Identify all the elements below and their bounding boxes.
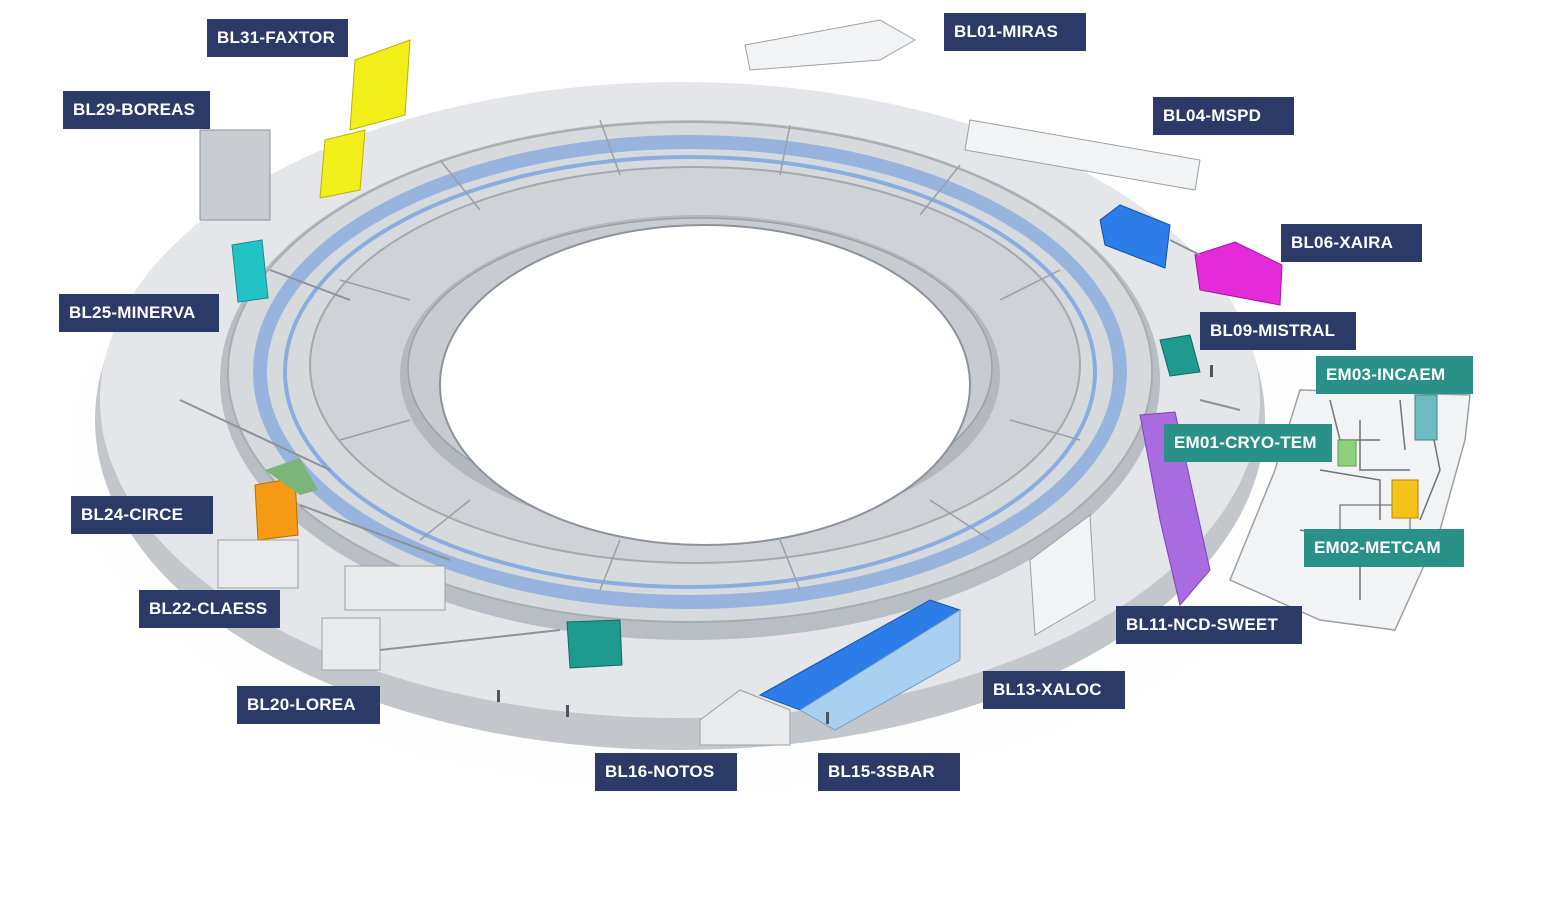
label-bl22-claess[interactable]: BL22-CLAESS xyxy=(139,590,280,628)
ring-segment-lines xyxy=(339,119,1081,591)
label-bl04-mspd[interactable]: BL04-MSPD xyxy=(1153,97,1294,135)
hutch-bl22 xyxy=(217,539,299,589)
hutch-bl31-2 xyxy=(319,129,366,199)
electron-beam-path-inner xyxy=(283,155,1097,589)
hutch-bl11 xyxy=(1139,411,1211,607)
label-bl31-faxtor[interactable]: BL31-FAXTOR xyxy=(207,19,348,57)
hutch-bl20 xyxy=(321,617,381,671)
label-bl16-notos[interactable]: BL16-NOTOS xyxy=(595,753,737,791)
hutch-em03 xyxy=(1414,394,1438,441)
label-bl25-minerva[interactable]: BL25-MINERVA xyxy=(59,294,219,332)
hutch-bl29 xyxy=(199,129,271,221)
label-bl11-ncd-sweet[interactable]: BL11-NCD-SWEET xyxy=(1116,606,1302,644)
label-bl01-miras[interactable]: BL01-MIRAS xyxy=(944,13,1086,51)
label-bl06-xaira[interactable]: BL06-XAIRA xyxy=(1281,224,1422,262)
hutch-bl06 xyxy=(1194,241,1283,306)
hutch-bl20-teal xyxy=(566,619,623,669)
label-bl15-3sbar[interactable]: BL15-3SBAR xyxy=(818,753,960,791)
electron-beam-path xyxy=(253,135,1127,609)
hutch-bl31 xyxy=(349,39,411,131)
hutch-bl09 xyxy=(1159,334,1201,377)
hutch-bl13 xyxy=(1029,514,1096,636)
label-em03-incaem[interactable]: EM03-INCAEM xyxy=(1316,356,1473,394)
beamline-pipes xyxy=(179,239,1241,651)
hutch-bl04 xyxy=(1099,204,1171,269)
label-bl24-circe[interactable]: BL24-CIRCE xyxy=(71,496,213,534)
hutch-bl04-building xyxy=(964,119,1201,191)
label-bl09-mistral[interactable]: BL09-MISTRAL xyxy=(1200,312,1356,350)
hutch-em02 xyxy=(1391,479,1419,519)
people-figures xyxy=(497,365,1213,724)
label-bl13-xaloc[interactable]: BL13-XALOC xyxy=(983,671,1125,709)
hutch-bl01 xyxy=(744,19,917,71)
central-courtyard xyxy=(439,224,971,546)
hutch-bl24-green xyxy=(265,458,318,495)
hutch-bl15-light xyxy=(799,609,961,731)
hutch-bl25 xyxy=(231,239,269,303)
label-bl29-boreas[interactable]: BL29-BOREAS xyxy=(63,91,210,129)
label-em02-metcam[interactable]: EM02-METCAM xyxy=(1304,529,1464,567)
beamlines xyxy=(179,19,1438,746)
hutch-bl22b xyxy=(344,565,446,611)
label-bl20-lorea[interactable]: BL20-LOREA xyxy=(237,686,380,724)
label-em01-cryo-tem[interactable]: EM01-CRYO-TEM xyxy=(1164,424,1332,462)
hutch-bl16 xyxy=(699,689,791,746)
hutch-em01 xyxy=(1337,439,1357,467)
